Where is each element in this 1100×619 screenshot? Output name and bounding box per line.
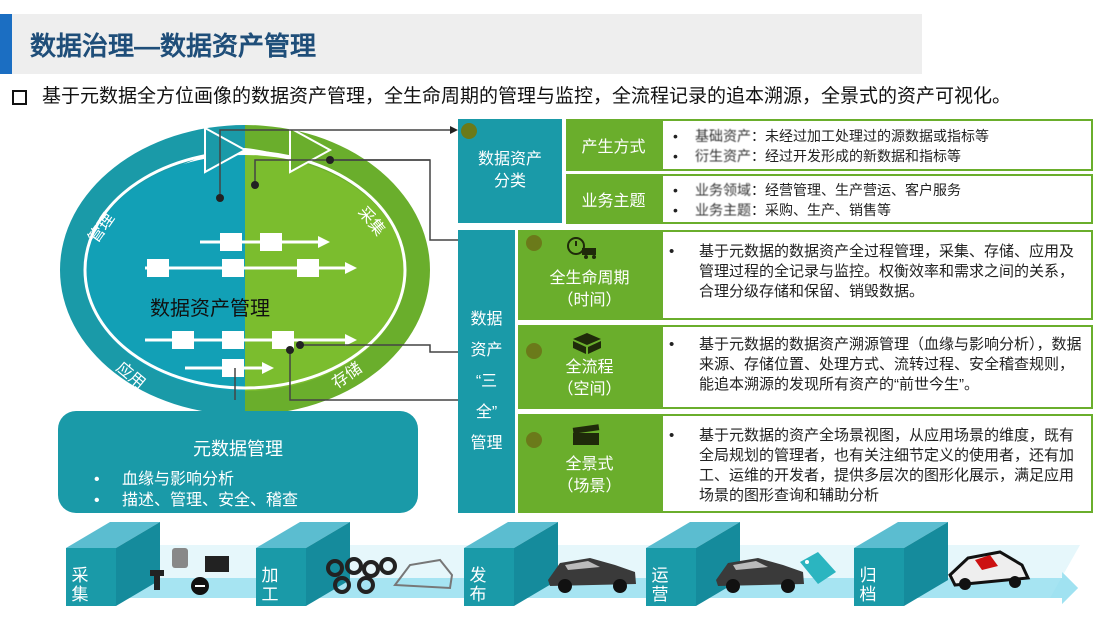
- flow-rows: [145, 233, 357, 377]
- connector-lines: [219, 129, 460, 401]
- classification-item: •衍生资产：经过开发形成的新数据和指标等: [673, 148, 961, 164]
- stage-label-archive: 归档: [859, 566, 877, 604]
- box-icon: [573, 333, 601, 354]
- bullet-dot-icon: [526, 432, 542, 448]
- title-bar: [0, 14, 922, 74]
- metadata-title: 元数据管理: [193, 439, 283, 459]
- lifecycle-description: • 基于元数据的数据资产全过程管理，采集、存储、应用及管理过程的全记录与监控。权…: [661, 230, 1093, 320]
- process-strip: [66, 522, 1080, 606]
- stage-block: [854, 522, 948, 606]
- three-all-management-box: 数据 资产 “三 全” 管理: [458, 230, 515, 513]
- asset-classification-box: 数据资产分类: [458, 119, 562, 223]
- full-process-box: 全流程 （空间）: [518, 325, 661, 409]
- metadata-item: •血缘与影响分析: [94, 471, 235, 488]
- stage-label-operate: 运营: [651, 566, 669, 604]
- wrecked-car-icon: [948, 550, 1031, 590]
- intro-text: 基于元数据全方位画像的数据资产管理，全生命周期的管理与监控，全流程记录的追本溯源…: [42, 86, 1012, 107]
- clapper-icon: [572, 424, 600, 445]
- cycle-center-label: 数据资产管理: [150, 298, 270, 320]
- metadata-item: •描述、管理、安全、稽查: [94, 492, 299, 509]
- stage-label-process: 加工: [261, 566, 279, 604]
- parts-icon: [150, 548, 229, 595]
- ring-arrow-teal: [204, 126, 248, 174]
- bullet-dot-icon: [526, 343, 542, 359]
- bullet-dot-icon: [526, 235, 542, 251]
- classification-item: •业务主题：采购、生产、销售等: [673, 202, 891, 218]
- page-title: 数据治理—数据资产管理: [30, 31, 317, 61]
- asset-cycle-diagram: [60, 125, 460, 415]
- panoramic-box: 全景式 （场景）: [518, 414, 661, 513]
- outer-ring-green: [245, 125, 430, 415]
- classification-item: •业务领域：经营管理、生产营运、客户服务: [673, 182, 961, 198]
- stage-block: [464, 522, 558, 606]
- outer-ring-teal: [60, 125, 245, 415]
- clock-truck-icon: [567, 237, 596, 259]
- panoramic-description: • 基于元数据的资产全场景视图，从应用场景的维度，既有全局规划的管理者，也有关注…: [661, 414, 1093, 513]
- lifecycle-box: 全生命周期 （时间）: [518, 230, 661, 320]
- metadata-management-box: 元数据管理 •血缘与影响分析 •描述、管理、安全、稽查: [58, 411, 418, 513]
- classification-label-topic: 业务主题: [566, 174, 661, 224]
- stage-block: [66, 522, 160, 606]
- classification-desc-topic: •业务领域：经营管理、生产营运、客户服务 •业务主题：采购、生产、销售等: [661, 174, 1093, 224]
- classification-label-origin: 产生方式: [566, 119, 661, 171]
- stage-label-collect: 采集: [71, 566, 89, 604]
- bullet-square-icon: [12, 90, 27, 105]
- car-price-tag-icon: [716, 552, 836, 593]
- ring-arrow-green: [289, 126, 333, 174]
- classification-desc-origin: •基础资产：未经过加工处理过的源数据或指标等 •衍生资产：经过开发形成的新数据和…: [661, 119, 1093, 171]
- classification-item: •基础资产：未经过加工处理过的源数据或指标等: [673, 128, 989, 144]
- bullet-dot-icon: [461, 123, 477, 139]
- inner-ring-edge: [83, 150, 407, 390]
- title-accent-bar: [0, 14, 12, 74]
- full-process-description: • 基于元数据的数据资产溯源管理（血缘与影响分析），数据来源、存储位置、处理方式…: [661, 325, 1093, 409]
- stage-label-publish: 发布: [469, 566, 487, 604]
- tires-car-frame-icon: [326, 557, 454, 594]
- car-icon: [548, 558, 636, 593]
